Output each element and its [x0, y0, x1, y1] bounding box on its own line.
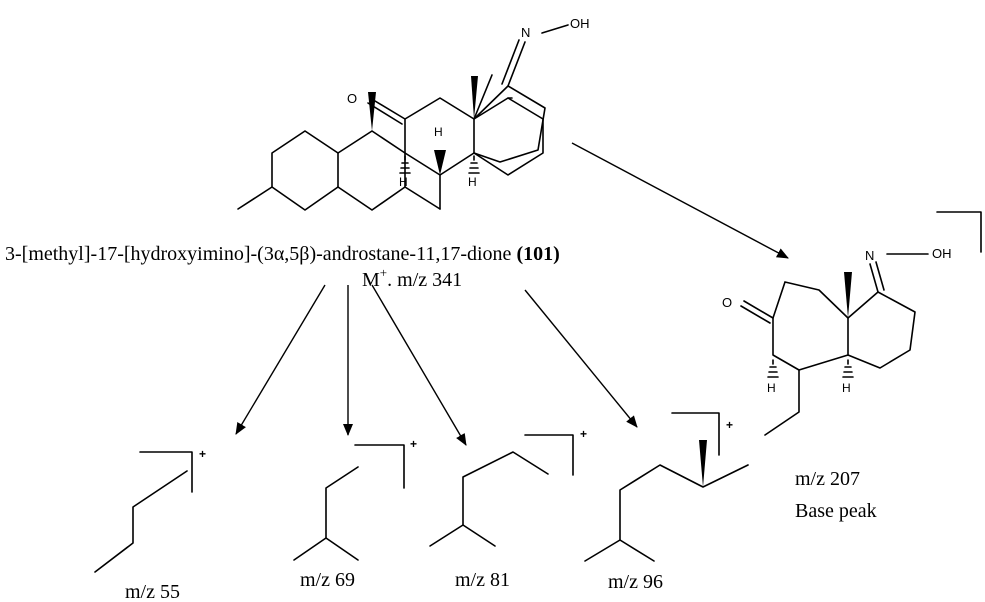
charge-plus-mz69: + — [410, 437, 417, 451]
fragment-label-mz55: m/z 55 — [125, 581, 180, 602]
molecular-ion-value: . m/z 341 — [387, 269, 462, 291]
molecular-ion-charge: + — [380, 265, 387, 280]
h-label-c9: H — [399, 175, 408, 189]
base-peak-note: Base peak — [795, 500, 877, 522]
parent-caption: 3-[methyl]-17-[hydroxyimino]-(3α,5β)-and… — [5, 243, 560, 291]
fragment-label-mz96: m/z 96 — [608, 571, 663, 593]
compound-name: 3-[methyl]-17-[hydroxyimino]-(3α,5β)-and… — [5, 243, 560, 265]
fragment-label-mz81: m/z 81 — [455, 569, 510, 591]
base-h-label-left: H — [767, 381, 776, 395]
arrow-to-mz55 — [235, 284, 326, 435]
oxime-nitrogen-label: N — [521, 25, 530, 40]
h-label-c8: H — [434, 125, 443, 139]
ketone-oxygen-label: O — [347, 91, 357, 106]
arrow-to-base-peak — [571, 142, 789, 259]
oxime-hydroxyl-label: OH — [570, 16, 590, 31]
parent-molecule: O N OH H H H — [237, 16, 590, 211]
fragment-label-mz69: m/z 69 — [300, 569, 355, 591]
molecular-ion-label: M+. m/z 341 — [362, 265, 462, 291]
base-oxime-hydroxyl-label: OH — [932, 246, 952, 261]
base-oxime-nitrogen-label: N — [865, 248, 874, 263]
compound-name-text: 3-[methyl]-17-[hydroxyimino]-(3α,5β)-and… — [5, 243, 516, 265]
compound-number: (101) — [516, 243, 559, 265]
base-ketone-oxygen-label: O — [722, 295, 732, 310]
arrow-to-mz81 — [371, 284, 467, 446]
charge-plus-mz55: + — [199, 447, 206, 461]
fragment-mz69: + m/z 69 — [293, 437, 417, 591]
charge-plus-mz81: + — [580, 427, 587, 441]
arrow-to-mz96 — [524, 289, 638, 428]
base-h-label-right: H — [842, 381, 851, 395]
fragment-mz207-base-peak: O N OH H H m/z 207 Base peak — [722, 211, 982, 522]
fragment-mz55: + m/z 55 — [94, 447, 206, 602]
fragment-mz96: + m/z 96 — [584, 412, 749, 593]
fragment-label-mz207: m/z 207 — [795, 468, 860, 490]
charge-plus-mz96: + — [726, 418, 733, 432]
molecular-ion-prefix: M — [362, 269, 380, 291]
fragmentation-arrows — [235, 142, 789, 446]
fragment-mz81: + m/z 81 — [429, 427, 587, 591]
h-label-c14: H — [468, 175, 477, 189]
